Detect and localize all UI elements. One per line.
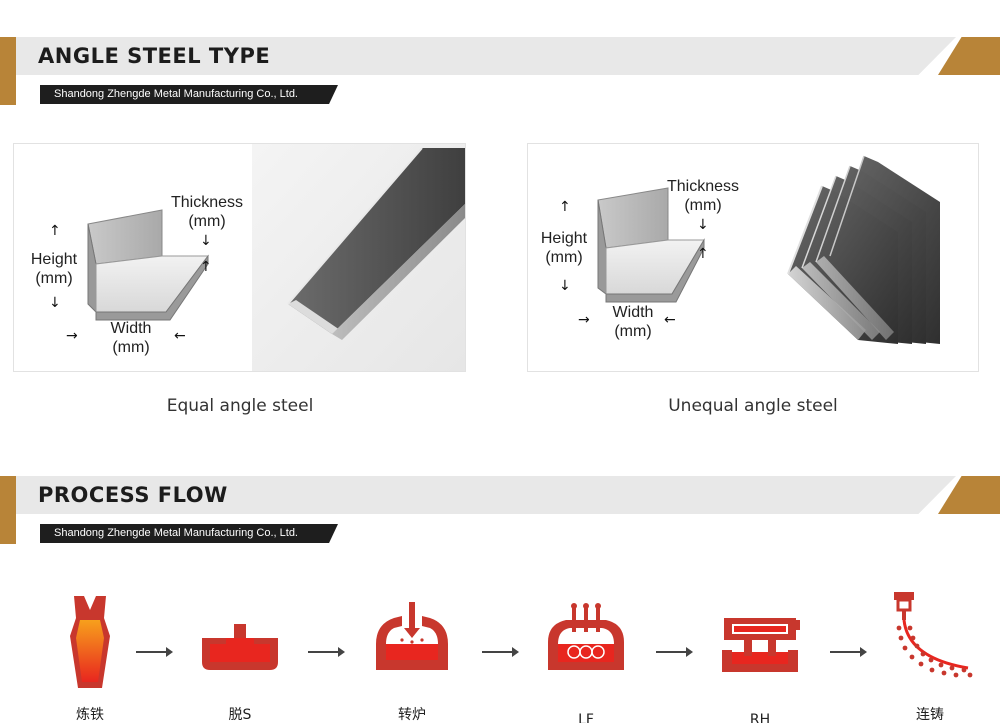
section-title: ANGLE STEEL TYPE [38, 44, 271, 68]
process-step-label: 连铸 [916, 707, 944, 723]
header-accent-bar [0, 37, 16, 105]
equal-angle-panel: Height (mm) ↑ ↓ Thickness (mm) ↓ ↑ Width… [13, 143, 466, 372]
company-tag: Shandong Zhengde Metal Manufacturing Co.… [40, 524, 338, 543]
equal-angle-diagram [87, 209, 209, 321]
flow-arrow-icon [308, 647, 345, 657]
unequal-height-label: Height (mm) [540, 230, 588, 266]
width-left-arrow-icon: ← [174, 328, 186, 344]
flow-arrow-icon [656, 647, 693, 657]
process-flow-header: PROCESS FLOW Shandong Zhengde Metal Manu… [0, 476, 1000, 546]
equal-angle-photo [252, 144, 465, 371]
process-step-desulfurization: 脱S [190, 588, 290, 723]
unequal-width-right-arrow-icon: → [578, 312, 590, 328]
process-step-label: 炼铁 [76, 707, 104, 723]
unequal-height-up-arrow-icon: ↑ [559, 199, 571, 215]
process-step-rh: RH [710, 588, 810, 723]
process-step-continuous-casting: 连铸 [880, 588, 980, 723]
process-step-ironmaking: 炼铁 [40, 588, 140, 723]
section-title: PROCESS FLOW [38, 483, 228, 507]
unequal-thickness-up-arrow-icon: ↑ [697, 246, 709, 262]
process-step-label: LF [578, 712, 594, 723]
unequal-width-label: Width (mm) [612, 304, 654, 340]
equal-angle-caption: Equal angle steel [166, 396, 314, 416]
equal-thickness-label: Thickness (mm) [170, 194, 244, 230]
width-right-arrow-icon: → [66, 328, 78, 344]
equal-width-label: Width (mm) [110, 320, 152, 356]
unequal-angle-photo [787, 155, 940, 344]
height-down-arrow-icon: ↓ [49, 295, 61, 311]
unequal-width-left-arrow-icon: ← [664, 312, 676, 328]
flow-arrow-icon [482, 647, 519, 657]
process-step-lf: LF [536, 588, 636, 723]
process-step-converter: 转炉 [362, 588, 462, 723]
height-up-arrow-icon: ↑ [49, 223, 61, 239]
flow-arrow-icon [136, 647, 173, 657]
converter-icon [376, 602, 448, 670]
company-tag: Shandong Zhengde Metal Manufacturing Co.… [40, 85, 338, 104]
flow-arrow-icon [830, 647, 867, 657]
rh-degasser-icon [722, 618, 800, 672]
desulfurization-icon [202, 624, 278, 670]
unequal-thickness-down-arrow-icon: ↓ [697, 217, 709, 233]
unequal-angle-diagram [597, 187, 705, 303]
thickness-down-arrow-icon: ↓ [200, 233, 212, 249]
steel-stack [787, 155, 940, 344]
ladle-furnace-icon [548, 603, 624, 670]
unequal-thickness-label: Thickness (mm) [666, 178, 740, 214]
unequal-height-down-arrow-icon: ↓ [559, 278, 571, 294]
header-bar [16, 476, 956, 514]
angle-steel-type-header: ANGLE STEEL TYPE Shandong Zhengde Metal … [0, 37, 1000, 107]
unequal-angle-panel: Height (mm) ↑ ↓ Thickness (mm) ↓ ↑ Width… [527, 143, 979, 372]
equal-height-label: Height (mm) [30, 251, 78, 287]
header-accent-bar [0, 476, 16, 544]
unequal-angle-caption: Unequal angle steel [668, 396, 838, 416]
thickness-up-arrow-icon: ↑ [200, 259, 212, 275]
continuous-casting-icon [894, 592, 973, 678]
ladle-icon [70, 596, 110, 688]
process-step-label: 脱S [228, 707, 252, 723]
header-bar [16, 37, 956, 75]
process-step-label: 转炉 [398, 707, 426, 723]
process-step-label: RH [749, 712, 771, 723]
